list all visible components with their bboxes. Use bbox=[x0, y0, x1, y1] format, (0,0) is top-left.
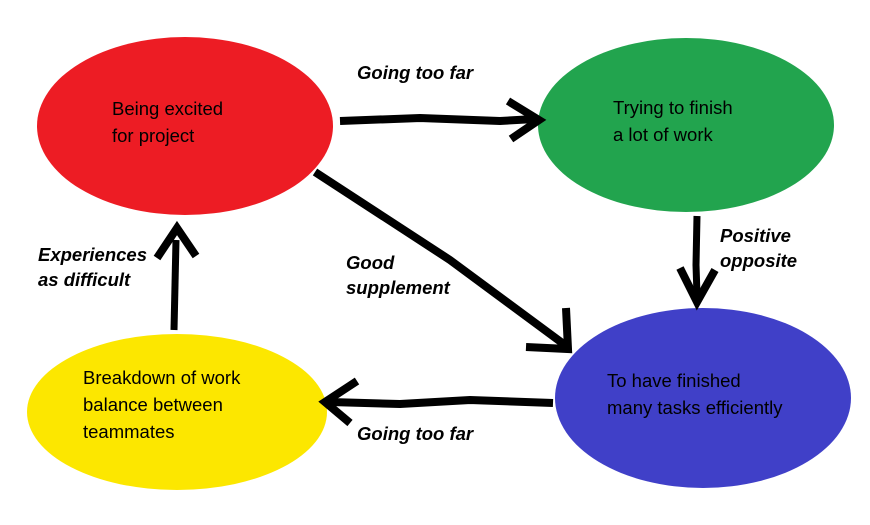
node-ellipse-excited[interactable] bbox=[37, 37, 333, 215]
arrow-finished-to-breakdown bbox=[318, 377, 554, 427]
arrow-breakdown-to-excited bbox=[153, 220, 200, 331]
arrow-excited-to-finished bbox=[312, 168, 573, 354]
node-ellipse-breakdown[interactable] bbox=[27, 334, 327, 490]
arrow-trying-to-finished bbox=[676, 215, 719, 311]
node-ellipse-finished[interactable] bbox=[555, 308, 851, 488]
node-ellipse-trying[interactable] bbox=[538, 38, 834, 212]
arrow-excited-to-trying bbox=[339, 97, 547, 143]
